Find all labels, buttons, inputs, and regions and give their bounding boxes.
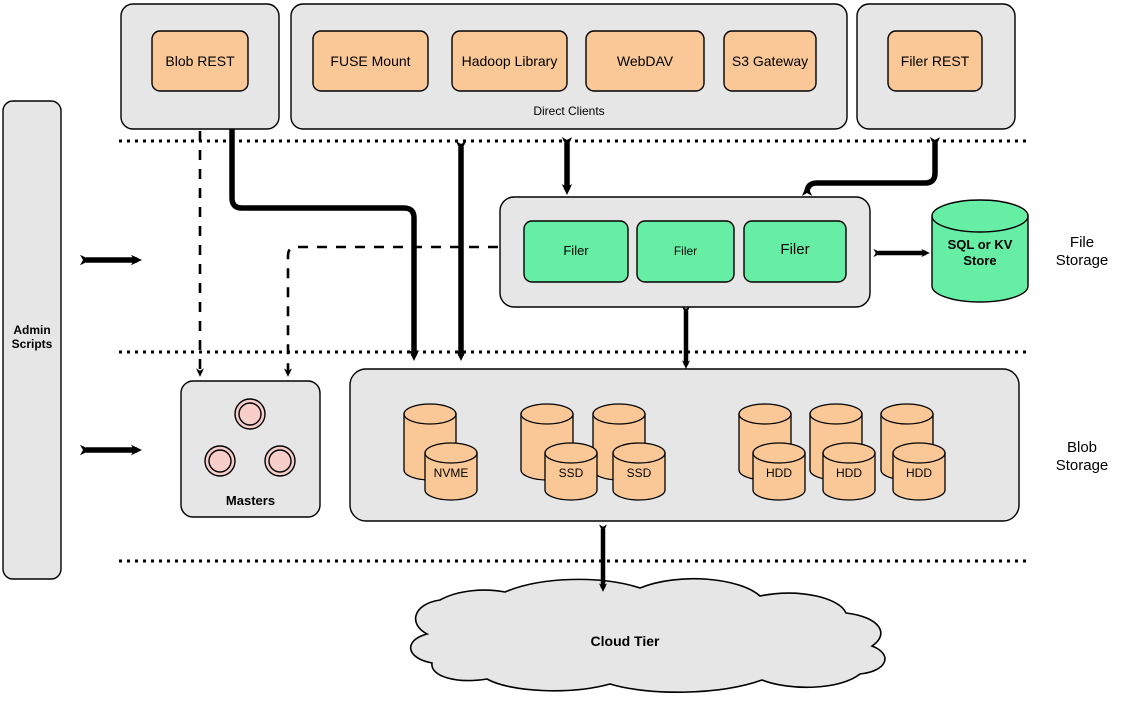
direct-clients-group-box bbox=[290, 3, 848, 130]
sql-or-kv-store-cylinder[interactable] bbox=[931, 199, 1029, 303]
nvme-cylinder-front bbox=[424, 442, 478, 501]
ssd-cylinder-front-2 bbox=[612, 442, 666, 501]
volume-group-ssd[interactable] bbox=[520, 403, 666, 501]
client-node-s3-gateway[interactable] bbox=[723, 30, 817, 92]
blob-rest-node[interactable] bbox=[151, 30, 249, 92]
master-node-3[interactable] bbox=[264, 445, 296, 477]
filer-rest-node[interactable] bbox=[887, 30, 983, 92]
client-node-fuse-mount[interactable] bbox=[312, 30, 429, 92]
filer-node-1[interactable] bbox=[523, 220, 629, 283]
filer-node-2[interactable] bbox=[636, 220, 735, 283]
filer-node-3[interactable] bbox=[743, 220, 847, 283]
master-node-1[interactable] bbox=[234, 398, 266, 430]
volume-group-hdd[interactable] bbox=[738, 403, 946, 501]
connector-filers-to-masters bbox=[284, 245, 498, 377]
admin-scripts-box bbox=[2, 100, 62, 580]
client-node-hadoop-library[interactable] bbox=[451, 30, 568, 92]
hdd-cylinder-front-3 bbox=[892, 442, 946, 501]
ssd-cylinder-front-1 bbox=[544, 442, 598, 501]
connector-blob-rest-to-volumes bbox=[229, 129, 420, 361]
hdd-cylinder-front-2 bbox=[822, 442, 876, 501]
cloud-tier-shape[interactable] bbox=[409, 577, 886, 694]
hdd-cylinder-front-1 bbox=[752, 442, 806, 501]
master-node-2[interactable] bbox=[204, 445, 236, 477]
connector-filer-rest-to-filers bbox=[801, 137, 941, 196]
masters-box bbox=[180, 380, 321, 518]
client-node-webdav[interactable] bbox=[585, 30, 705, 92]
volume-group-nvme[interactable] bbox=[403, 403, 478, 501]
